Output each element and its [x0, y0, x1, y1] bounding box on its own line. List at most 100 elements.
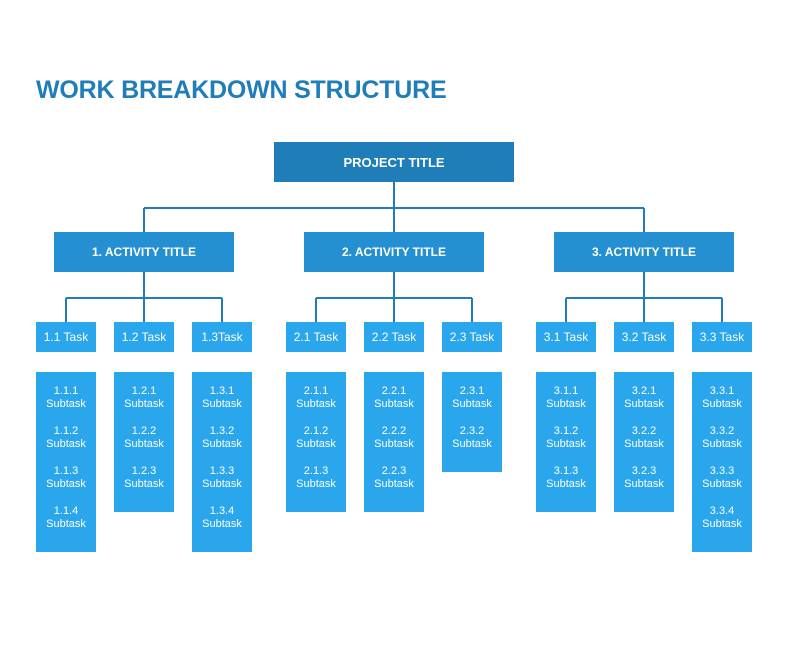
task-box: 2.3 Task [442, 322, 502, 352]
subtask-label: Subtask [546, 438, 586, 450]
subtask-id: 1.1.1 [53, 385, 79, 397]
activity-box: 3. ACTIVITY TITLE [554, 232, 734, 272]
subtask-id: 3.3.3 [709, 465, 735, 477]
subtask-label: Subtask [202, 478, 242, 490]
task-box: 2.2 Task [364, 322, 424, 352]
subtask-id: 2.1.2 [303, 425, 329, 437]
subtask-id: 1.3.3 [209, 465, 235, 477]
subtask-label: Subtask [702, 398, 742, 410]
subtask-label: Subtask [296, 398, 336, 410]
subtask-id: 2.2.3 [381, 465, 407, 477]
subtask-label: Subtask [702, 478, 742, 490]
subtask-id: 3.2.1 [631, 385, 657, 397]
subtask-id: 3.1.2 [553, 425, 579, 437]
subtask-id: 1.1.2 [53, 425, 79, 437]
subtask-id: 2.2.1 [381, 385, 407, 397]
activity-box: 1. ACTIVITY TITLE [54, 232, 234, 272]
subtask-id: 1.2.2 [131, 425, 157, 437]
task-box: 3.1 Task [536, 322, 596, 352]
subtask-label: Subtask [702, 518, 742, 530]
subtask-id: 2.1.1 [303, 385, 329, 397]
subtask-id: 2.3.1 [459, 385, 485, 397]
subtask-label: Subtask [46, 478, 86, 490]
subtask-label: Subtask [124, 438, 164, 450]
subtask-label: Subtask [202, 518, 242, 530]
subtask-id: 2.1.3 [303, 465, 329, 477]
subtask-id: 3.1.3 [553, 465, 579, 477]
subtask-label: Subtask [452, 398, 492, 410]
subtask-id: 2.3.2 [459, 425, 485, 437]
subtask-label: Subtask [546, 398, 586, 410]
task-box: 1.2 Task [114, 322, 174, 352]
subtask-id: 3.2.3 [631, 465, 657, 477]
subtask-id: 3.3.1 [709, 385, 735, 397]
subtask-id: 1.3.4 [209, 505, 235, 517]
subtask-id: 3.2.2 [631, 425, 657, 437]
subtask-label: Subtask [624, 398, 664, 410]
subtask-id: 3.3.2 [709, 425, 735, 437]
task-box: 3.3 Task [692, 322, 752, 352]
subtask-id: 1.1.3 [53, 465, 79, 477]
subtask-label: Subtask [296, 478, 336, 490]
project-title-box: PROJECT TITLE [274, 142, 514, 182]
subtask-label: Subtask [624, 478, 664, 490]
subtask-label: Subtask [452, 438, 492, 450]
subtask-label: Subtask [546, 478, 586, 490]
subtask-label: Subtask [374, 398, 414, 410]
task-box: 1.1 Task [36, 322, 96, 352]
subtask-id: 1.3.1 [209, 385, 235, 397]
task-box: 2.1 Task [286, 322, 346, 352]
subtask-label: Subtask [46, 438, 86, 450]
subtask-label: Subtask [46, 518, 86, 530]
subtask-id: 3.1.1 [553, 385, 579, 397]
subtask-label: Subtask [124, 478, 164, 490]
subtask-label: Subtask [702, 438, 742, 450]
task-box: 1.3Task [192, 322, 252, 352]
subtask-label: Subtask [374, 478, 414, 490]
subtask-id: 3.3.4 [709, 505, 735, 517]
subtask-id: 1.3.2 [209, 425, 235, 437]
activity-box: 2. ACTIVITY TITLE [304, 232, 484, 272]
subtask-label: Subtask [202, 438, 242, 450]
subtask-label: Subtask [374, 438, 414, 450]
subtask-id: 1.2.1 [131, 385, 157, 397]
subtask-label: Subtask [624, 438, 664, 450]
task-box: 3.2 Task [614, 322, 674, 352]
subtask-id: 2.2.2 [381, 425, 407, 437]
subtask-label: Subtask [46, 398, 86, 410]
